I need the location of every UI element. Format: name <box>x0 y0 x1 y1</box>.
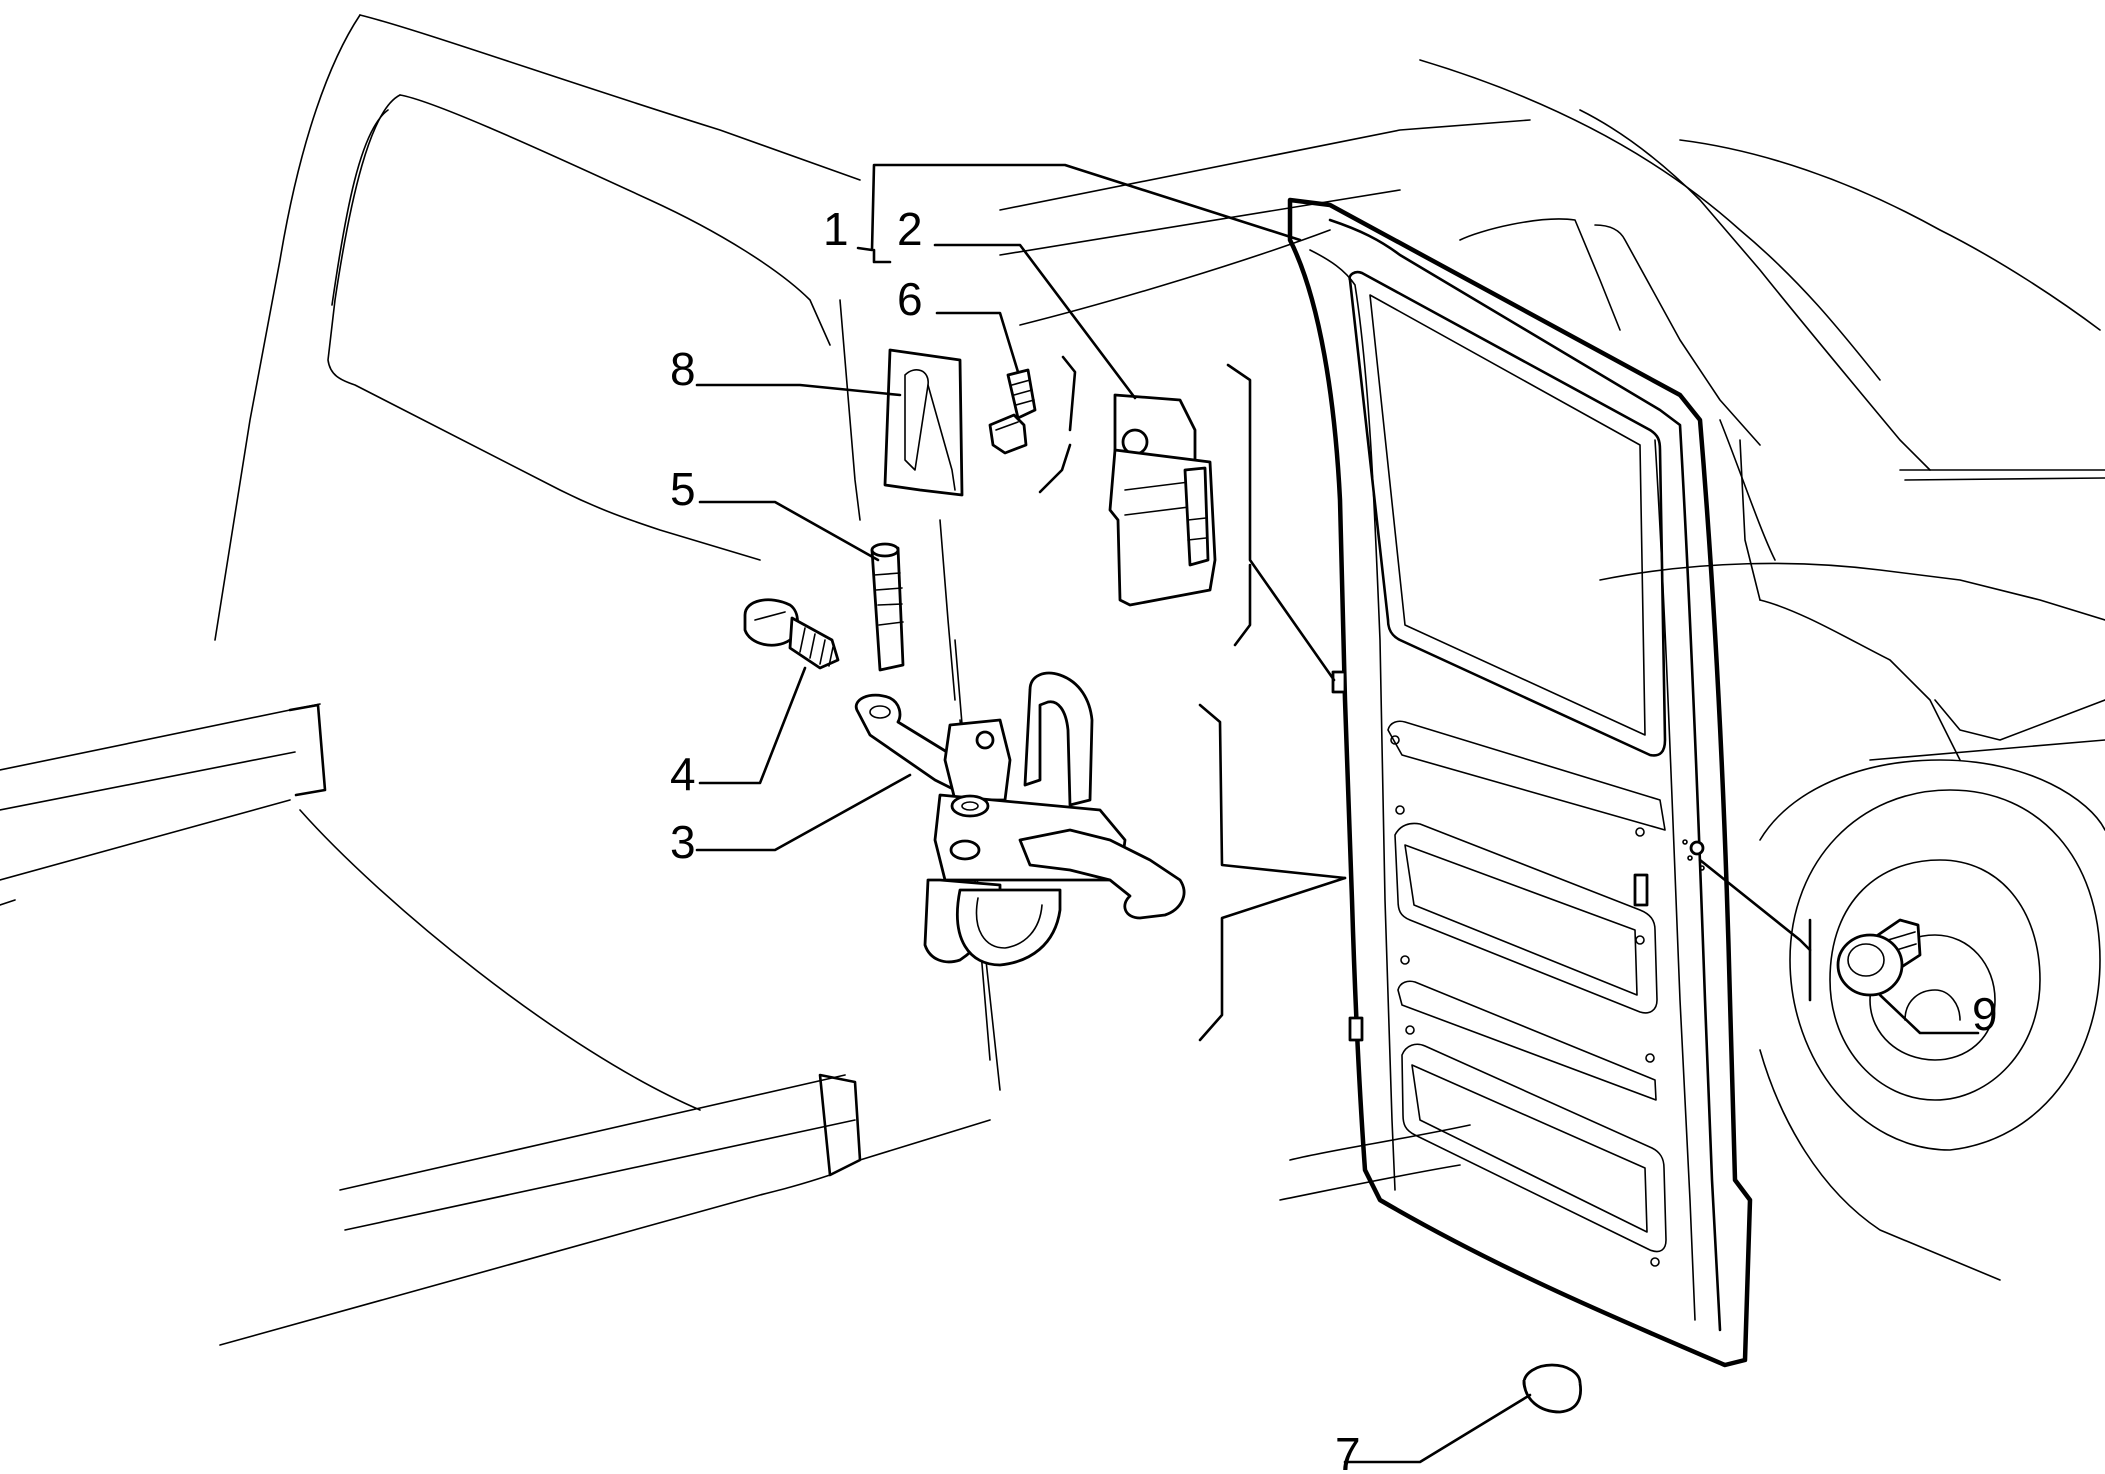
vehicle-body-outline <box>0 14 2105 1346</box>
rear-door-panel <box>1287 197 1753 1368</box>
part-8-wedge-guide <box>883 348 964 497</box>
part-5-hinge-pin <box>870 542 905 672</box>
callout-6: 6 <box>897 273 923 325</box>
part-3-lower-hinge <box>854 671 1186 967</box>
bracket-markers <box>1038 355 1812 1042</box>
callout-3: 3 <box>670 816 696 868</box>
part-7-plug-cap <box>1522 1363 1582 1414</box>
callout-7: 7 <box>1335 1428 1361 1474</box>
callout-labels: 1 2 3 4 5 6 7 8 9 <box>670 203 1998 1474</box>
callout-5: 5 <box>670 463 696 515</box>
leader-lines <box>695 163 1980 1464</box>
callout-9: 9 <box>1972 988 1998 1040</box>
part-4-flange-bolt <box>743 598 840 670</box>
part-9-rubber-bumper <box>1836 918 1922 997</box>
callout-8: 8 <box>670 343 696 395</box>
callout-1: 1 <box>823 203 849 255</box>
callout-4: 4 <box>670 748 696 800</box>
part-2-upper-hinge <box>1108 393 1217 607</box>
part-6-bolt <box>988 368 1037 455</box>
callout-2: 2 <box>897 203 923 255</box>
